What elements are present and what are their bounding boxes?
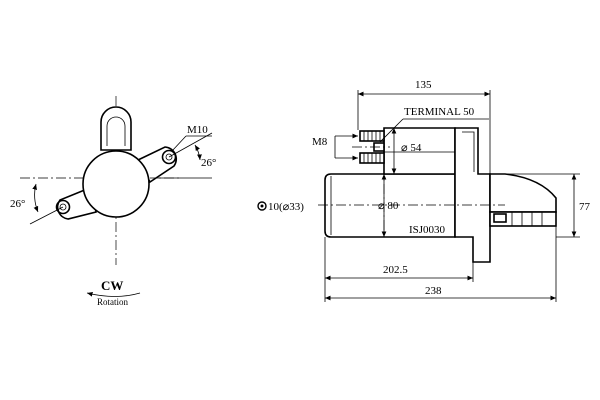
m10-leader [171, 135, 187, 152]
nose-housing [489, 173, 557, 213]
thread-label-m10: M10 [187, 124, 208, 136]
gear-icon [257, 201, 267, 211]
rotation-direction: CW [101, 278, 123, 293]
rotation-label: Rotation [97, 297, 128, 307]
mount-hole-upper-inner [165, 153, 173, 161]
mount-hole-lower [55, 199, 71, 215]
dim-77: 77 [579, 201, 591, 213]
dim-135: 135 [415, 79, 432, 91]
diameter-54: ⌀ 54 [401, 142, 422, 154]
mount-hole-upper [161, 149, 177, 165]
rotation-arrow-icon [86, 291, 141, 297]
angle-arc-left [32, 183, 39, 213]
motor-body-circle [82, 150, 150, 218]
dim-238: 238 [425, 285, 442, 297]
solenoid-tab [100, 106, 132, 151]
diameter-80: ⌀ 80 [378, 200, 399, 212]
motor-body [324, 173, 456, 238]
mount-hole-lower-inner [59, 203, 67, 211]
solenoid-tab-inner [106, 116, 126, 146]
angle-label-right: 26° [201, 157, 216, 169]
angle-arc-right [194, 144, 202, 161]
dim-202-5: 202.5 [383, 264, 408, 276]
terminal-50-label: TERMINAL 50 [404, 106, 475, 118]
part-code: ISJ0030 [409, 224, 446, 236]
angle-label-left: 26° [10, 198, 25, 210]
drive-housing [454, 127, 491, 263]
thread-label-m8: M8 [312, 136, 328, 148]
side-view: 135 TERMINAL 50 M8 ⌀ 54 ⌀ 80 10(⌀33) 77 … [257, 79, 591, 302]
pinion-label: 10(⌀33) [268, 201, 304, 213]
end-view: M10 26° 26° CW Rotation [10, 96, 216, 307]
